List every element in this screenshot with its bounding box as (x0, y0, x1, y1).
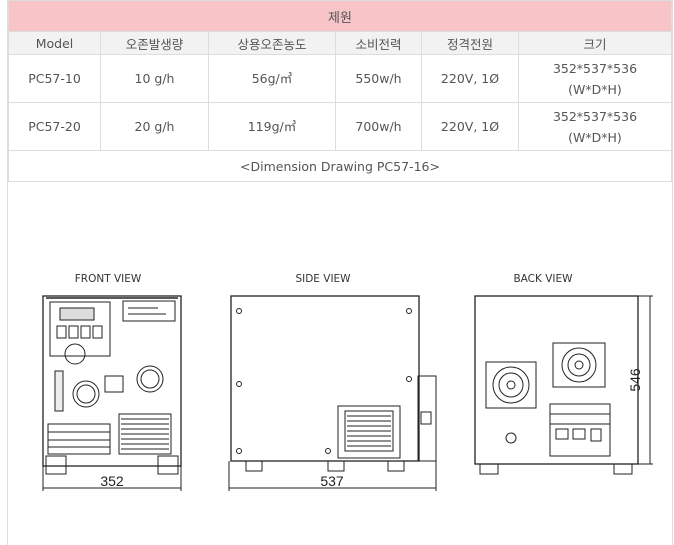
cell-concentration: 119g/㎥ (208, 102, 336, 151)
size-dims: 352*537*536 (552, 108, 638, 124)
cell-size: 352*537*536 (W*D*H) (518, 54, 672, 103)
back-view-label: BACK VIEW (513, 273, 573, 285)
cell-output: 10 g/h (100, 54, 209, 103)
back-view (474, 295, 653, 475)
dimension-drawing: FRONT VIEW SIDE VIEW BACK VIEW 352 537 5… (42, 273, 653, 491)
header-concentration: 상용오존농도 (208, 31, 336, 55)
header-output: 오존발생량 (100, 31, 209, 55)
cell-power: 700w/h (335, 102, 422, 151)
cell-supply: 220V, 1Ø (421, 102, 519, 151)
header-model: Model (8, 31, 101, 55)
cell-concentration: 56g/㎥ (208, 54, 336, 103)
cell-size: 352*537*536 (W*D*H) (518, 102, 672, 151)
size-order: (W*D*H) (568, 129, 622, 145)
cell-output: 20 g/h (100, 102, 209, 151)
front-view-label: FRONT VIEW (75, 273, 142, 285)
depth-dimension-label: 537 (320, 473, 344, 489)
table-row: PC57-20 20 g/h 119g/㎥ 700w/h 220V, 1Ø 35… (8, 102, 672, 151)
spec-table: 제원 Model 오존발생량 상용오존농도 소비전력 정격전원 크기 PC57-… (8, 0, 672, 182)
drawing-caption: <Dimension Drawing PC57-16> (8, 150, 672, 182)
header-power: 소비전력 (335, 31, 422, 55)
width-dimension-label: 352 (100, 473, 124, 489)
side-view (228, 295, 437, 491)
cell-model: PC57-10 (8, 54, 101, 103)
cell-model: PC57-20 (8, 102, 101, 151)
side-view-label: SIDE VIEW (295, 273, 351, 285)
header-supply: 정격전원 (421, 31, 519, 55)
size-dims: 352*537*536 (552, 60, 638, 76)
front-view (42, 295, 182, 491)
table-row: PC57-10 10 g/h 56g/㎥ 550w/h 220V, 1Ø 352… (8, 54, 672, 103)
cell-supply: 220V, 1Ø (421, 54, 519, 103)
size-order: (W*D*H) (568, 81, 622, 97)
cell-power: 550w/h (335, 54, 422, 103)
height-dimension-label: 546 (627, 368, 643, 392)
spec-panel: 제원 Model 오존발생량 상용오존농도 소비전력 정격전원 크기 PC57-… (7, 0, 673, 545)
table-title: 제원 (8, 0, 672, 32)
header-size: 크기 (518, 31, 672, 55)
